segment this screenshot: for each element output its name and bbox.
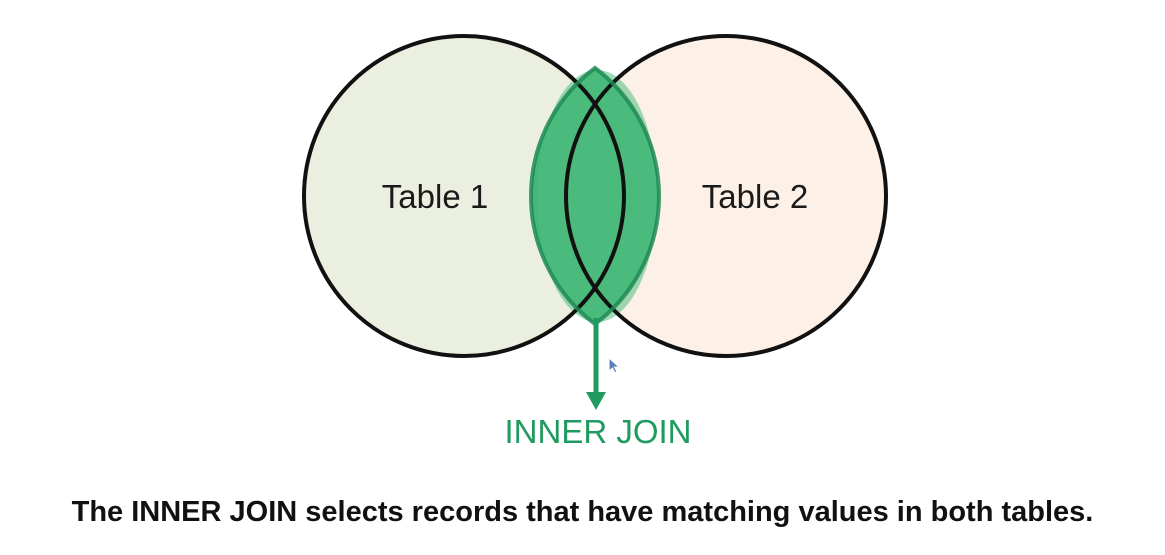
table-2-circle: [566, 36, 886, 356]
table-1-circle: [304, 36, 624, 356]
inner-join-label: INNER JOIN: [504, 413, 691, 450]
table-1-label: Table 1: [382, 178, 488, 215]
table-2-outline: [564, 34, 888, 358]
intersection-region: [531, 68, 659, 324]
table-1-outline: [302, 34, 626, 358]
table-2-label: Table 2: [702, 178, 808, 215]
mouse-cursor-icon: [608, 356, 621, 374]
caption: The INNER JOIN selects records that have…: [71, 496, 1094, 528]
inner-join-arrow: [586, 318, 606, 410]
